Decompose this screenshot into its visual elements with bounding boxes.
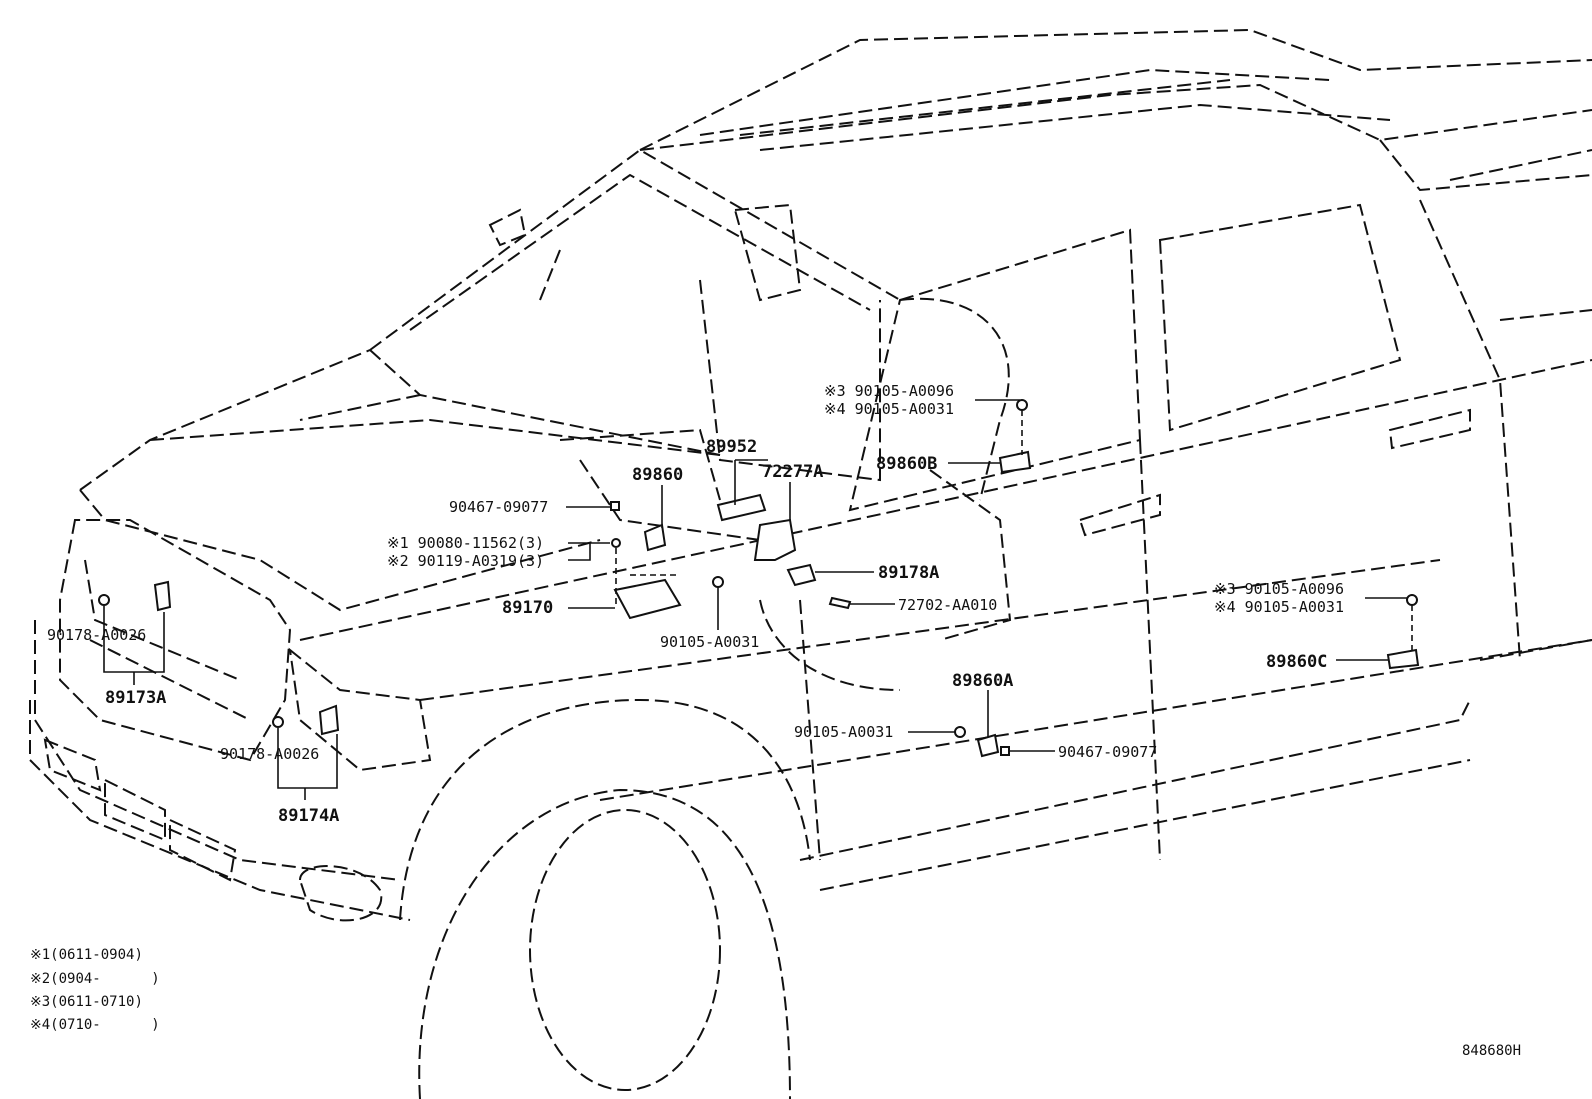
part-72277A: [753, 518, 797, 561]
label-89952: 89952: [706, 437, 757, 457]
notes-legend: ※1(0611-0904) ※2(0904- ) ※3(0611-0710) ※…: [30, 947, 160, 1033]
label-72702-AA010: 72702-AA010: [898, 596, 997, 614]
label-90467-09077-b: 90467-09077: [1058, 743, 1157, 761]
label-note4-90105-A0031-b: ※4 90105-A0031: [1214, 598, 1344, 616]
label-90105-A0031-a: 90105-A0031: [660, 633, 759, 651]
bolt-72702: [828, 596, 852, 610]
label-90105-A0031-b: 90105-A0031: [794, 723, 893, 741]
part-89860B: [998, 450, 1032, 474]
label-note3-90105-A0096-a: ※3 90105-A0096: [824, 382, 954, 400]
part-89860: [643, 523, 667, 552]
label-90467-09077-a: 90467-09077: [449, 498, 548, 516]
note-4: ※4(0710- ): [30, 1017, 160, 1033]
label-89170: 89170: [502, 598, 553, 618]
note-2: ※2(0904- ): [30, 971, 160, 987]
nut-90178-b: [272, 716, 284, 728]
label-89860: 89860: [632, 465, 683, 485]
vehicle-outline: [29, 28, 1592, 1099]
label-note4-90105-A0031-a: ※4 90105-A0031: [824, 400, 954, 418]
label-90178-A0026-b: 90178-A0026: [220, 745, 319, 763]
label-note1-90080: ※1 90080-11562(3): [387, 534, 544, 552]
figure-code: 848680H: [1462, 1043, 1521, 1059]
bolt-90105-c: [1406, 594, 1418, 606]
note-3: ※3(0611-0710): [30, 994, 143, 1010]
part-89178A: [786, 563, 817, 587]
label-89178A: 89178A: [878, 563, 939, 583]
part-89170: [613, 578, 682, 620]
nut-90178-a: [98, 594, 110, 606]
label-89174A: 89174A: [278, 806, 339, 826]
part-89860C: [1386, 648, 1420, 670]
part-89860A: [976, 733, 1000, 758]
label-89860B: 89860B: [876, 454, 937, 474]
clip-90467-a: [610, 501, 620, 511]
label-89860A: 89860A: [952, 671, 1013, 691]
label-note3-90105-A0096-b: ※3 90105-A0096: [1214, 580, 1344, 598]
part-89174A: [318, 704, 340, 736]
part-89173A: [153, 580, 172, 612]
clip-90467-b: [1000, 746, 1010, 756]
part-89952: [716, 493, 767, 522]
bolt-90105-a: [712, 576, 724, 588]
label-89860C: 89860C: [1266, 652, 1327, 672]
label-72277A: 72277A: [762, 462, 823, 482]
label-89173A: 89173A: [105, 688, 166, 708]
label-note2-90119: ※2 90119-A0319(3): [387, 552, 544, 570]
parts: [98, 399, 1420, 758]
callout-labels: 89952 89860 72277A 90467-09077 ※1 90080-…: [47, 382, 1344, 826]
bolt-90080: [611, 538, 621, 548]
leader-lines: [103, 399, 1413, 800]
bolt-90105-b: [1016, 399, 1028, 411]
bolt-90105-d: [954, 726, 966, 738]
label-90178-A0026-a: 90178-A0026: [47, 626, 146, 644]
note-1: ※1(0611-0904): [30, 947, 143, 963]
